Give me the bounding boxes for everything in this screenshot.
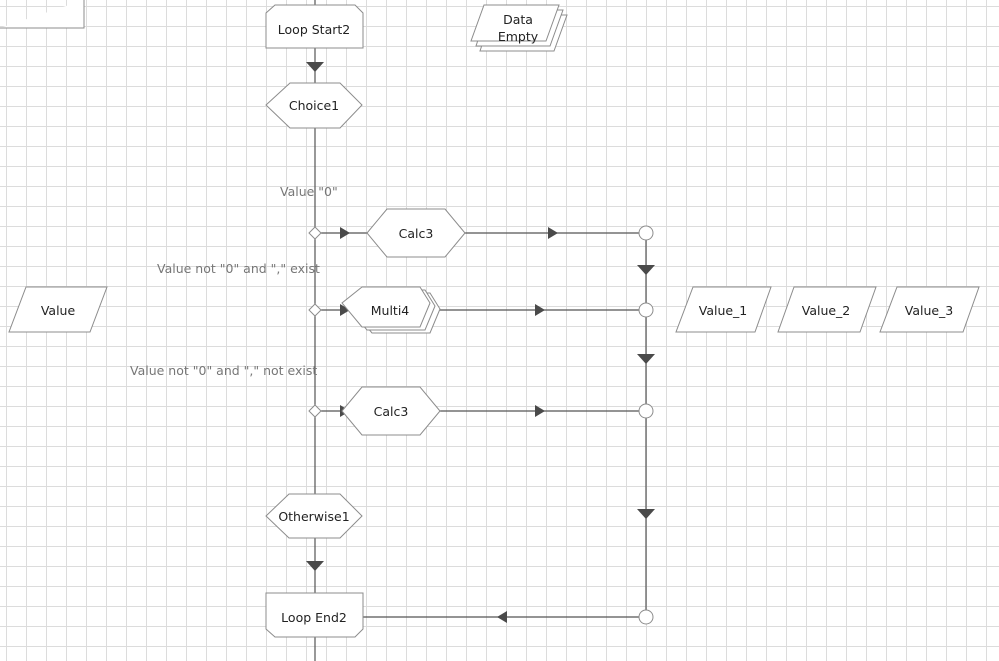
value-2-node[interactable]: Value_2 [777,286,877,333]
condition-label-2: Value not "0" and "," exist [157,261,320,276]
otherwise-node[interactable]: Otherwise1 [265,493,363,539]
arrow-right-2b [535,304,545,316]
value-2-label: Value_2 [802,303,851,318]
value-node[interactable]: Value [8,286,108,333]
arrow-left-return [497,611,507,623]
arrow-merge-3 [637,509,655,519]
value-3-node[interactable]: Value_3 [879,286,980,333]
calc-bottom-label: Calc3 [374,404,409,419]
value-label: Value [41,303,76,318]
value-1-node[interactable]: Value_1 [675,286,772,333]
value-1-label: Value_1 [699,303,748,318]
loop-start-node[interactable]: Loop Start2 [265,4,364,49]
data-empty-label-line1: Data [503,12,533,27]
condition-label-3: Value not "0" and "," not exist [130,363,317,378]
data-empty-label-line2: Empty [498,29,539,44]
arrow-merge-1 [637,265,655,275]
loop-start-label: Loop Start2 [278,22,350,37]
loop-end-label: Loop End2 [281,610,347,625]
merge-circle-3[interactable] [638,403,654,419]
otherwise-label: Otherwise1 [278,509,349,524]
choice-label: Choice1 [289,98,339,113]
branch-diamond-2[interactable] [308,303,322,317]
calc-bottom-node[interactable]: Calc3 [341,386,441,436]
arrow-right-1a [340,227,350,239]
calc-top-node[interactable]: Calc3 [366,208,466,258]
branch-diamond-1[interactable] [308,226,322,240]
arrow-right-1b [548,227,558,239]
value-3-label: Value_3 [905,303,954,318]
multi-node[interactable]: Multi4 [341,286,441,334]
branch-diamond-3[interactable] [308,404,322,418]
arrow-down-1 [306,62,324,72]
merge-circle-4[interactable] [638,609,654,625]
calc-top-label: Calc3 [399,226,434,241]
loop-end-node[interactable]: Loop End2 [265,592,364,638]
arrow-merge-2 [637,354,655,364]
arrow-right-3b [535,405,545,417]
arrow-down-2 [306,561,324,571]
partial-box [0,0,85,29]
arrow-right-2a [340,304,350,316]
condition-label-1: Value "0" [280,184,338,199]
merge-circle-1[interactable] [638,225,654,241]
choice-node[interactable]: Choice1 [265,82,363,129]
merge-circle-2[interactable] [638,302,654,318]
multi-label: Multi4 [371,303,410,318]
data-empty-node[interactable]: Data Empty [470,4,568,52]
